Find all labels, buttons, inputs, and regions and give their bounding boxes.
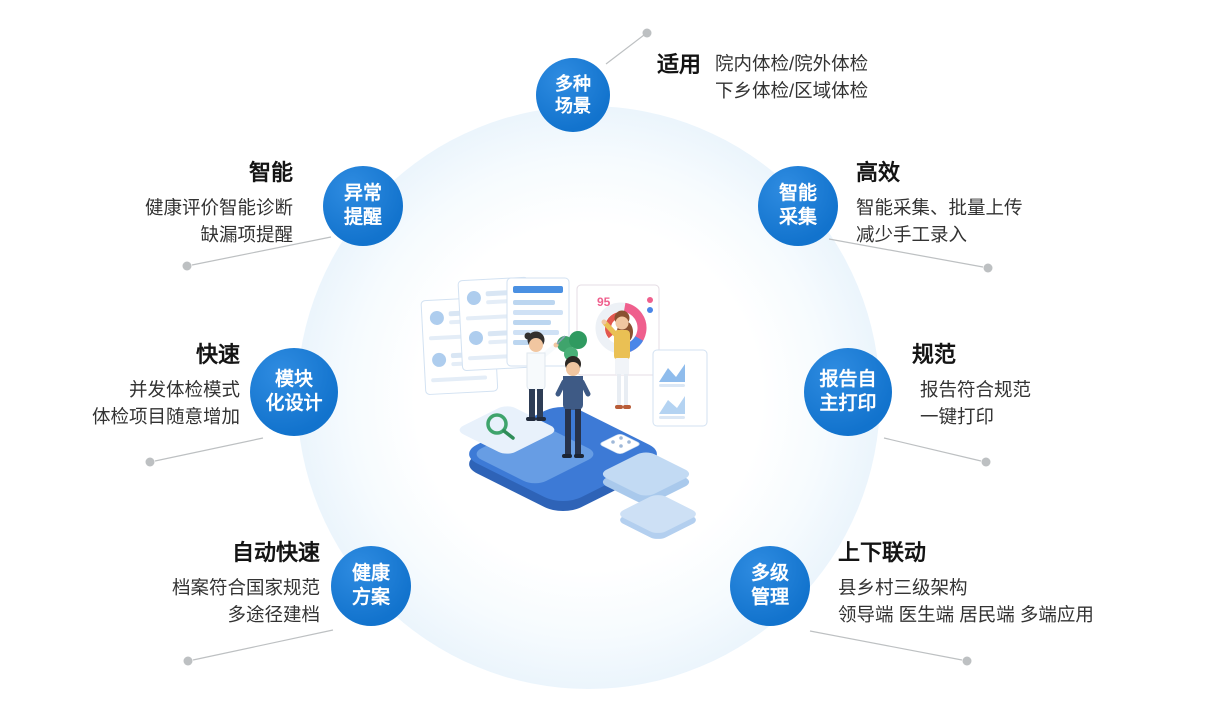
- callout-dot-abnormal-alert: [182, 261, 192, 271]
- feature-title: 快速: [195, 342, 240, 367]
- person-center: [555, 356, 591, 458]
- feature-title: 高效: [856, 160, 901, 185]
- feature-line: 院内体检/院外体检: [715, 53, 869, 74]
- feature-title: 自动快速: [231, 540, 320, 565]
- callout-dot-report-print: [981, 457, 991, 467]
- feature-description: 报告符合规范 一键打印: [912, 376, 1031, 430]
- feature-bubble-report-print: 报告自 主打印: [804, 348, 892, 436]
- feature-line: 并发体检模式: [128, 379, 240, 401]
- bubble-label: 多种 场景: [555, 73, 591, 117]
- feature-text-report-print: 规范 报告符合规范 一键打印: [912, 342, 1031, 430]
- feature-bubble-multi-scene: 多种 场景: [536, 58, 610, 132]
- feature-title: 智能: [248, 160, 293, 185]
- feature-description: 县乡村三级架构 领导端 医生端 居民端 多端应用: [838, 574, 1094, 628]
- feature-description: 院内体检/院外体检 下乡体检/区域体检: [715, 50, 868, 104]
- bubble-label: 报告自 主打印: [819, 369, 877, 414]
- person-right: [601, 310, 633, 409]
- bubble-label: 健康 方案: [351, 563, 390, 608]
- callout-dot-smart-collect: [983, 263, 993, 273]
- feature-title: 适用: [657, 52, 702, 77]
- feature-line: 领导端 医生端 居民端 多端应用: [838, 604, 1094, 626]
- feature-line: 健康评价智能诊断: [144, 197, 293, 219]
- feature-line: 一键打印: [920, 406, 995, 428]
- feature-text-abnormal-alert: 智能 健康评价智能诊断 缺漏项提醒: [145, 160, 293, 248]
- feature-bubble-modular-design: 模块 化设计: [250, 348, 338, 436]
- screen-area-chart: [652, 349, 708, 427]
- feature-line: 减少手工录入: [856, 224, 968, 246]
- feature-description: 档案符合国家规范 多途径建档: [172, 574, 320, 628]
- feature-description: 智能采集、批量上传 减少手工录入: [856, 194, 1023, 248]
- callout-line-multi-level: [809, 630, 963, 661]
- calculator: [600, 434, 640, 454]
- feature-line: 县乡村三级架构: [838, 577, 968, 599]
- feature-description: 并发体检模式 体检项目随意增加: [92, 376, 240, 430]
- feature-bubble-abnormal-alert: 异常 提醒: [323, 166, 403, 246]
- feature-bubble-multi-level: 多级 管理: [730, 546, 810, 626]
- bubble-label: 多级 管理: [750, 563, 789, 608]
- feature-description: 健康评价智能诊断 缺漏项提醒: [145, 194, 293, 248]
- feature-title: 上下联动: [838, 540, 927, 565]
- feature-text-health-plan: 自动快速 档案符合国家规范 多途径建档: [172, 540, 320, 628]
- feature-text-smart-collect: 高效 智能采集、批量上传 减少手工录入: [856, 160, 1023, 248]
- feature-line: 报告符合规范: [920, 379, 1032, 401]
- dashboard-score: 95: [597, 295, 611, 309]
- feature-text-multi-scene: 适用 院内体检/院外体检 下乡体检/区域体检: [657, 50, 868, 104]
- feature-line: 多途径建档: [227, 604, 320, 626]
- feature-text-multi-level: 上下联动 县乡村三级架构 领导端 医生端 居民端 多端应用: [838, 540, 1094, 628]
- feature-bubble-health-plan: 健康 方案: [331, 546, 411, 626]
- callout-line-report-print: [883, 437, 982, 462]
- bubble-label: 异常 提醒: [343, 183, 382, 228]
- person-left-doctor: [524, 331, 566, 421]
- feature-line: 智能采集、批量上传: [856, 197, 1023, 219]
- callout-dot-modular-design: [145, 457, 155, 467]
- platform-steps: [602, 452, 696, 539]
- callout-dot-multi-level: [962, 656, 972, 666]
- callout-line-health-plan: [192, 629, 334, 661]
- feature-line: 缺漏项提醒: [200, 224, 293, 246]
- bubble-label: 模块 化设计: [265, 369, 323, 414]
- bubble-label: 智能 采集: [778, 183, 817, 228]
- feature-line: 下乡体检/区域体检: [715, 80, 869, 101]
- feature-line: 体检项目随意增加: [91, 406, 240, 428]
- callout-dot-health-plan: [183, 656, 193, 666]
- magnifier: [486, 413, 515, 440]
- callout-line-multi-scene: [605, 34, 645, 65]
- feature-text-modular-design: 快速 并发体检模式 体检项目随意增加: [92, 342, 240, 430]
- feature-title: 规范: [912, 342, 957, 367]
- feature-line: 档案符合国家规范: [171, 577, 320, 599]
- center-illustration: 95: [420, 276, 708, 539]
- callout-dot-multi-scene: [642, 28, 652, 38]
- feature-bubble-smart-collect: 智能 采集: [758, 166, 838, 246]
- callout-line-modular-design: [154, 437, 264, 462]
